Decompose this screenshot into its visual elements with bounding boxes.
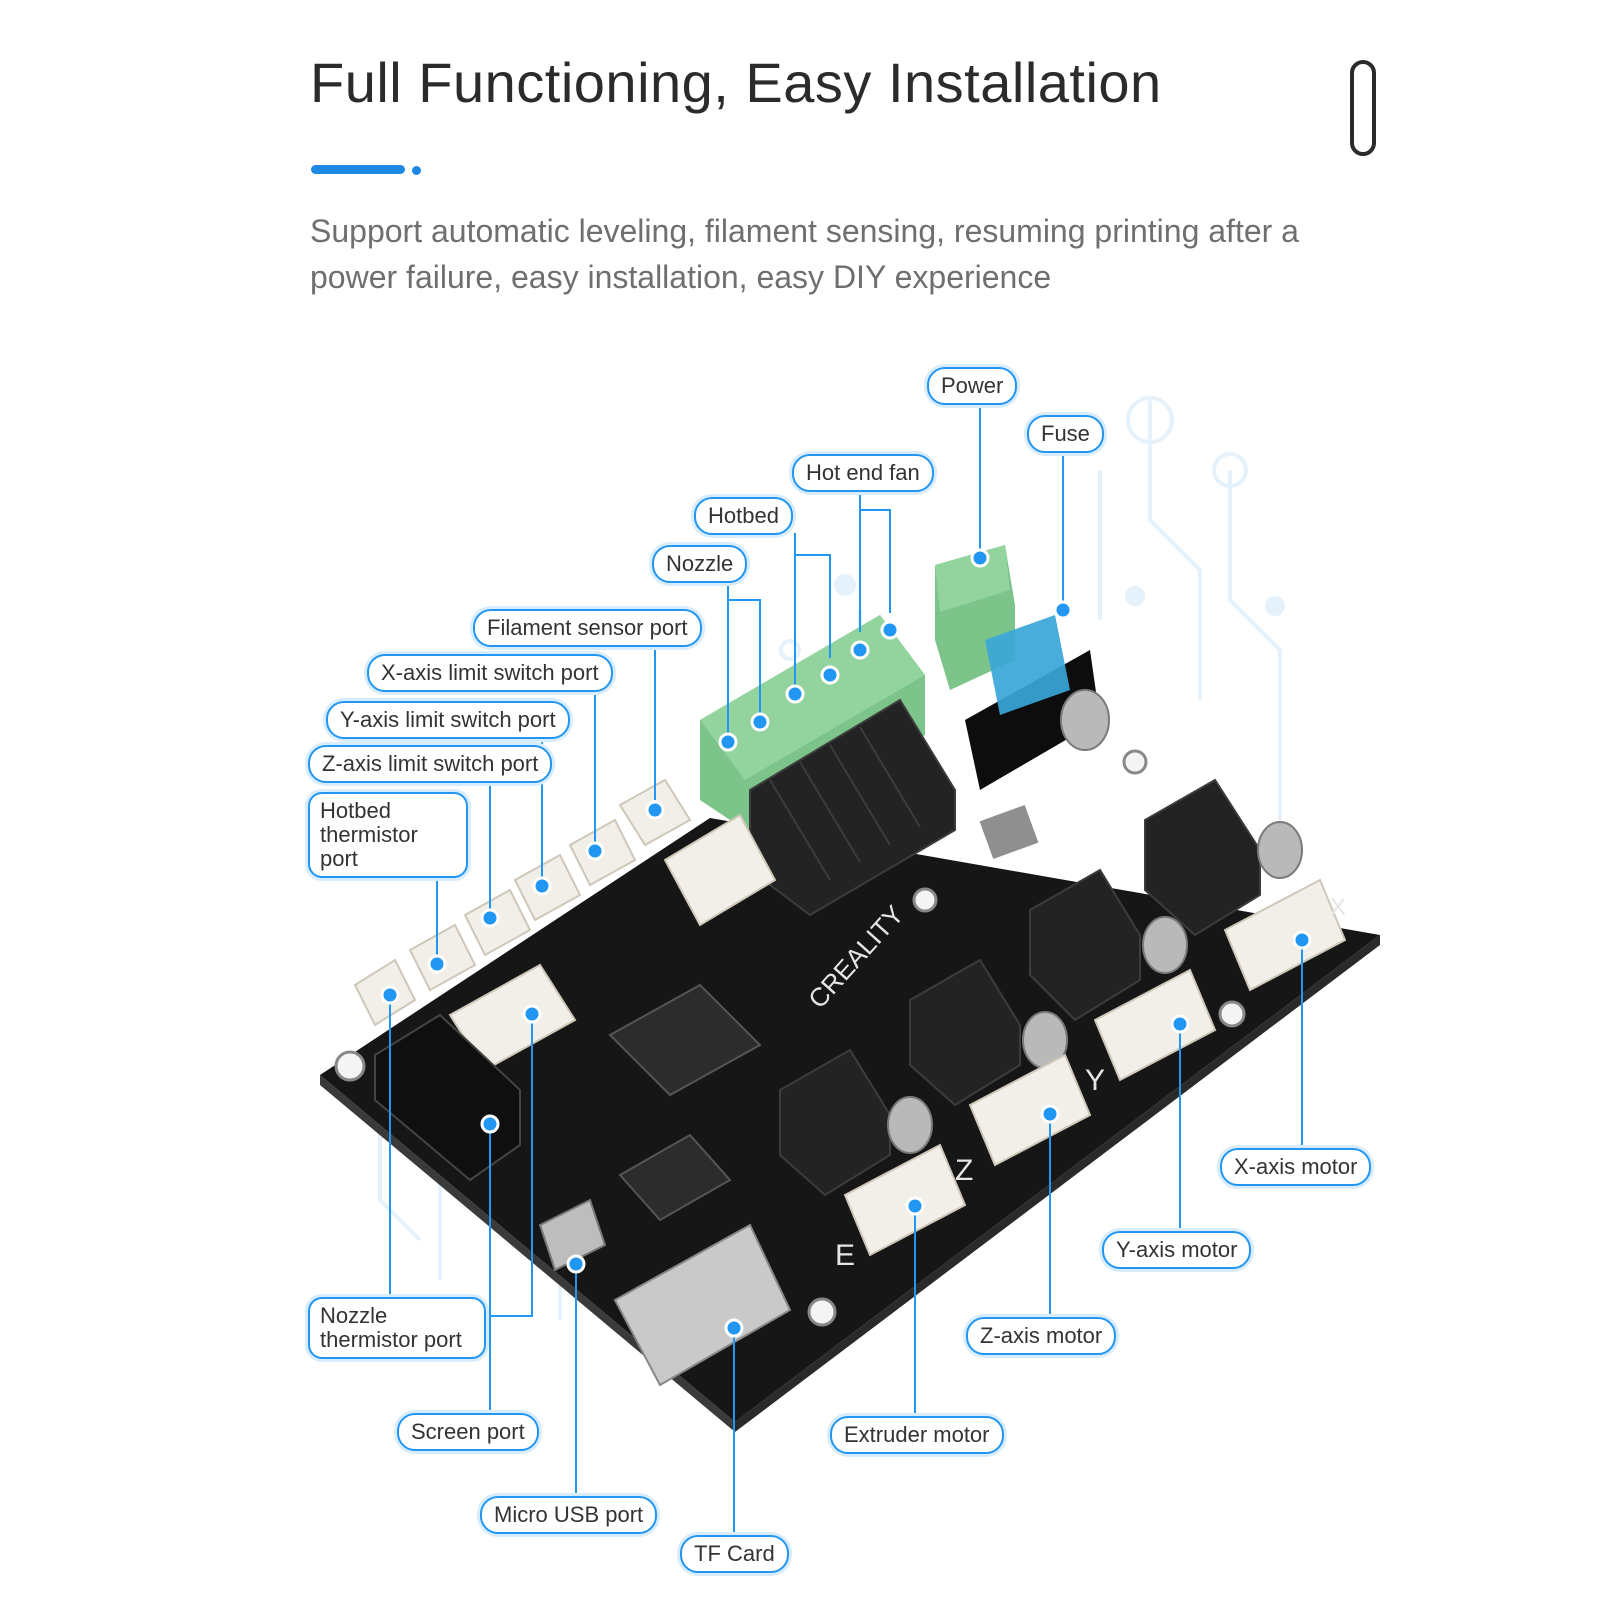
axis-mark-y: Y xyxy=(1085,1064,1105,1097)
label-tf-card: TF Card xyxy=(680,1535,789,1573)
fan-connector xyxy=(663,813,777,927)
label-z-axis-limit-switch-port: Z-axis limit switch port xyxy=(308,745,553,783)
decorative-pill-icon xyxy=(1350,60,1376,156)
label-hot-end-fan: Hot end fan xyxy=(792,454,934,492)
accent-bar xyxy=(311,165,405,174)
mounting-hole xyxy=(1218,1000,1246,1028)
label-x-axis-limit-switch-port: X-axis limit switch port xyxy=(367,654,613,692)
screen-port-header xyxy=(374,1013,521,1182)
axis-mark-e: E xyxy=(835,1239,855,1272)
driver-heatsink-z xyxy=(909,958,1021,1107)
label-power: Power xyxy=(927,367,1018,405)
callout-dots xyxy=(380,548,1312,1338)
feature-description: Support automatic leveling, filament sen… xyxy=(310,213,1299,295)
label-z-axis-motor: Z-axis motor xyxy=(966,1317,1117,1355)
label-y-axis-motor: Y-axis motor xyxy=(1102,1231,1252,1269)
label-micro-usb-port: Micro USB port xyxy=(480,1496,658,1534)
callout-lines xyxy=(389,404,1303,1535)
label-hotbed: Hotbed xyxy=(694,497,793,535)
mounting-hole xyxy=(1122,749,1148,775)
label-hotbed-thermistor-port: Hotbed thermistor port xyxy=(308,792,468,878)
pcb-edge xyxy=(320,1075,735,1432)
fuse xyxy=(985,615,1070,715)
label-filament-sensor-port: Filament sensor port xyxy=(473,609,702,647)
page-title: Full Functioning, Easy Installation xyxy=(310,51,1162,114)
mounting-hole xyxy=(334,1050,366,1082)
driver-chip xyxy=(618,1133,732,1222)
accent-dot xyxy=(412,166,421,175)
inductor xyxy=(979,804,1039,860)
mounting-hole xyxy=(807,1297,837,1327)
axis-mark-x: X xyxy=(1330,894,1346,921)
driver-heatsink-y xyxy=(1029,868,1141,1022)
label-extruder-motor: Extruder motor xyxy=(830,1416,1004,1454)
axis-mark-z: Z xyxy=(955,1154,973,1187)
label-nozzle: Nozzle xyxy=(652,545,748,583)
micro-usb-connector xyxy=(538,1198,607,1272)
label-nozzle-thermistor-port: Nozzle thermistor port xyxy=(308,1297,486,1359)
capacitor xyxy=(887,689,1303,1154)
driver-heatsink-e xyxy=(779,1048,891,1197)
mcu-chip xyxy=(608,983,762,1097)
label-y-axis-limit-switch-port: Y-axis limit switch port xyxy=(326,701,570,739)
label-screen-port: Screen port xyxy=(397,1413,539,1451)
label-x-axis-motor: X-axis motor xyxy=(1220,1148,1372,1186)
label-fuse: Fuse xyxy=(1027,415,1104,453)
tf-card-slot xyxy=(613,1223,792,1387)
motor-connectors xyxy=(843,878,1347,1257)
mounting-hole xyxy=(912,887,938,913)
control-board: CREALITY X Y Z E xyxy=(320,545,1380,1432)
driver-heatsink-x xyxy=(1144,778,1261,937)
